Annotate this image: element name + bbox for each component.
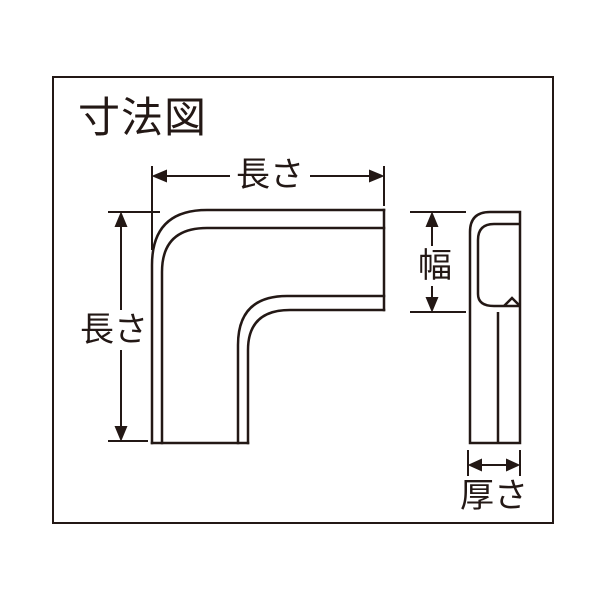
left-arrow-top	[114, 211, 128, 227]
thick-arrow-left	[467, 458, 482, 472]
length-left-label: 長さ	[80, 310, 148, 350]
thickness-label: 厚さ	[458, 476, 530, 516]
elbow-outer-edge	[150, 208, 386, 445]
elbow-part	[150, 208, 386, 445]
thick-arrow-right	[506, 458, 521, 472]
dimension-lines	[108, 166, 521, 476]
profile-outer	[468, 210, 522, 445]
width-arrow-top	[425, 211, 439, 227]
profile-inner-channel	[476, 222, 520, 308]
top-arrow-left	[151, 169, 167, 183]
width-label: 幅	[418, 246, 452, 286]
elbow-inner-corner	[236, 294, 386, 445]
side-profile	[468, 210, 522, 445]
profile-tab	[503, 296, 521, 307]
diagram-title: 寸法図	[78, 93, 208, 142]
length-top-label: 長さ	[230, 157, 310, 193]
top-arrow-right	[369, 169, 385, 183]
width-arrow-bottom	[425, 297, 439, 313]
left-arrow-bottom	[114, 426, 128, 442]
elbow-inner-line	[160, 226, 386, 445]
elbow-inner-corner-lip	[246, 308, 386, 445]
